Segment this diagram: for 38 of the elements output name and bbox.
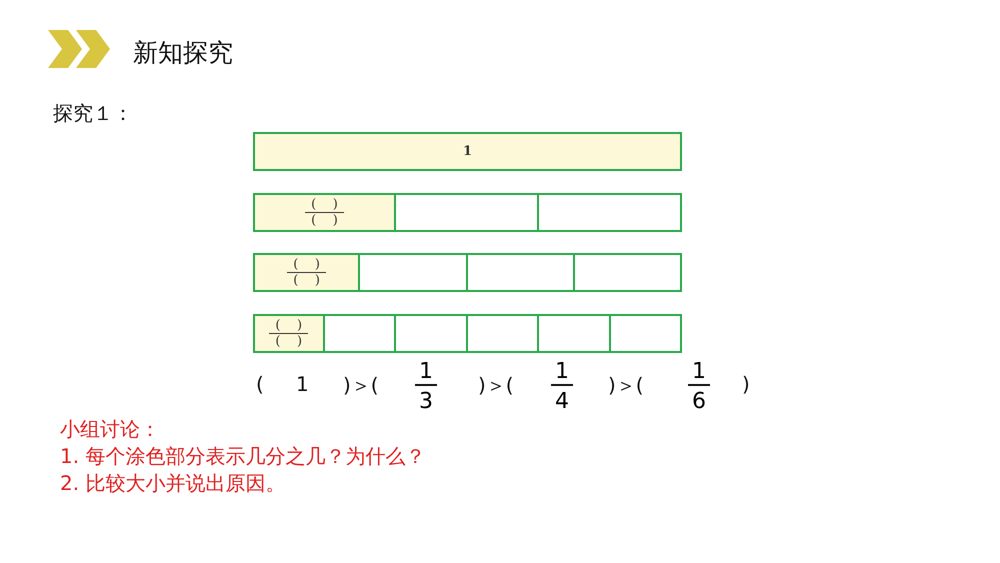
comparison-text: 1: [296, 372, 309, 396]
fraction-denominator: 3: [418, 390, 434, 414]
bar-segment: [466, 253, 575, 292]
bar-segment: [537, 314, 610, 353]
fraction-denominator: 4: [554, 390, 570, 414]
fraction-numerator-blank: ( ): [269, 318, 308, 334]
comparison-text: (: [256, 372, 264, 396]
fraction-numerator: 1: [688, 360, 710, 386]
bar-segment: [537, 193, 682, 232]
bar-segment: [358, 253, 468, 292]
bar-segment: [322, 314, 396, 353]
comparison-text: )＞(: [608, 372, 644, 399]
fraction-denominator-blank: ( ): [275, 334, 302, 349]
bar-segment: [572, 253, 682, 292]
bar-segment: [466, 314, 539, 353]
fraction-numerator-blank: ( ): [305, 197, 344, 213]
fraction-denominator: 6: [691, 390, 707, 414]
shaded-bar-segment: [253, 314, 324, 353]
fraction-denominator-blank: ( ): [311, 213, 338, 228]
shaded-bar-segment: [253, 193, 396, 232]
comparison-text: )＞(: [478, 372, 514, 399]
shaded-bar-segment: [253, 253, 360, 292]
discussion-text: 小组讨论：: [60, 416, 160, 443]
fraction-numerator: 1: [551, 360, 573, 386]
shaded-bar-segment: [253, 132, 682, 171]
comparison-text: )＞(: [343, 372, 379, 399]
discussion-text: 2. 比较大小并说出原因。: [60, 470, 286, 497]
section-label: 探究１：: [53, 100, 133, 127]
fraction-numerator: 1: [415, 360, 437, 386]
discussion-text: 1. 每个涂色部分表示几分之几？为什么？: [60, 443, 426, 470]
bar-segment: [394, 193, 539, 232]
fraction-denominator-blank: ( ): [293, 273, 320, 288]
bar-segment: [394, 314, 468, 353]
comparison-text: ): [742, 372, 750, 396]
heading: 新知探究: [133, 37, 233, 69]
bar-segment: [608, 314, 682, 353]
fraction-numerator-blank: ( ): [287, 257, 326, 273]
whole-number: 1: [462, 144, 472, 159]
